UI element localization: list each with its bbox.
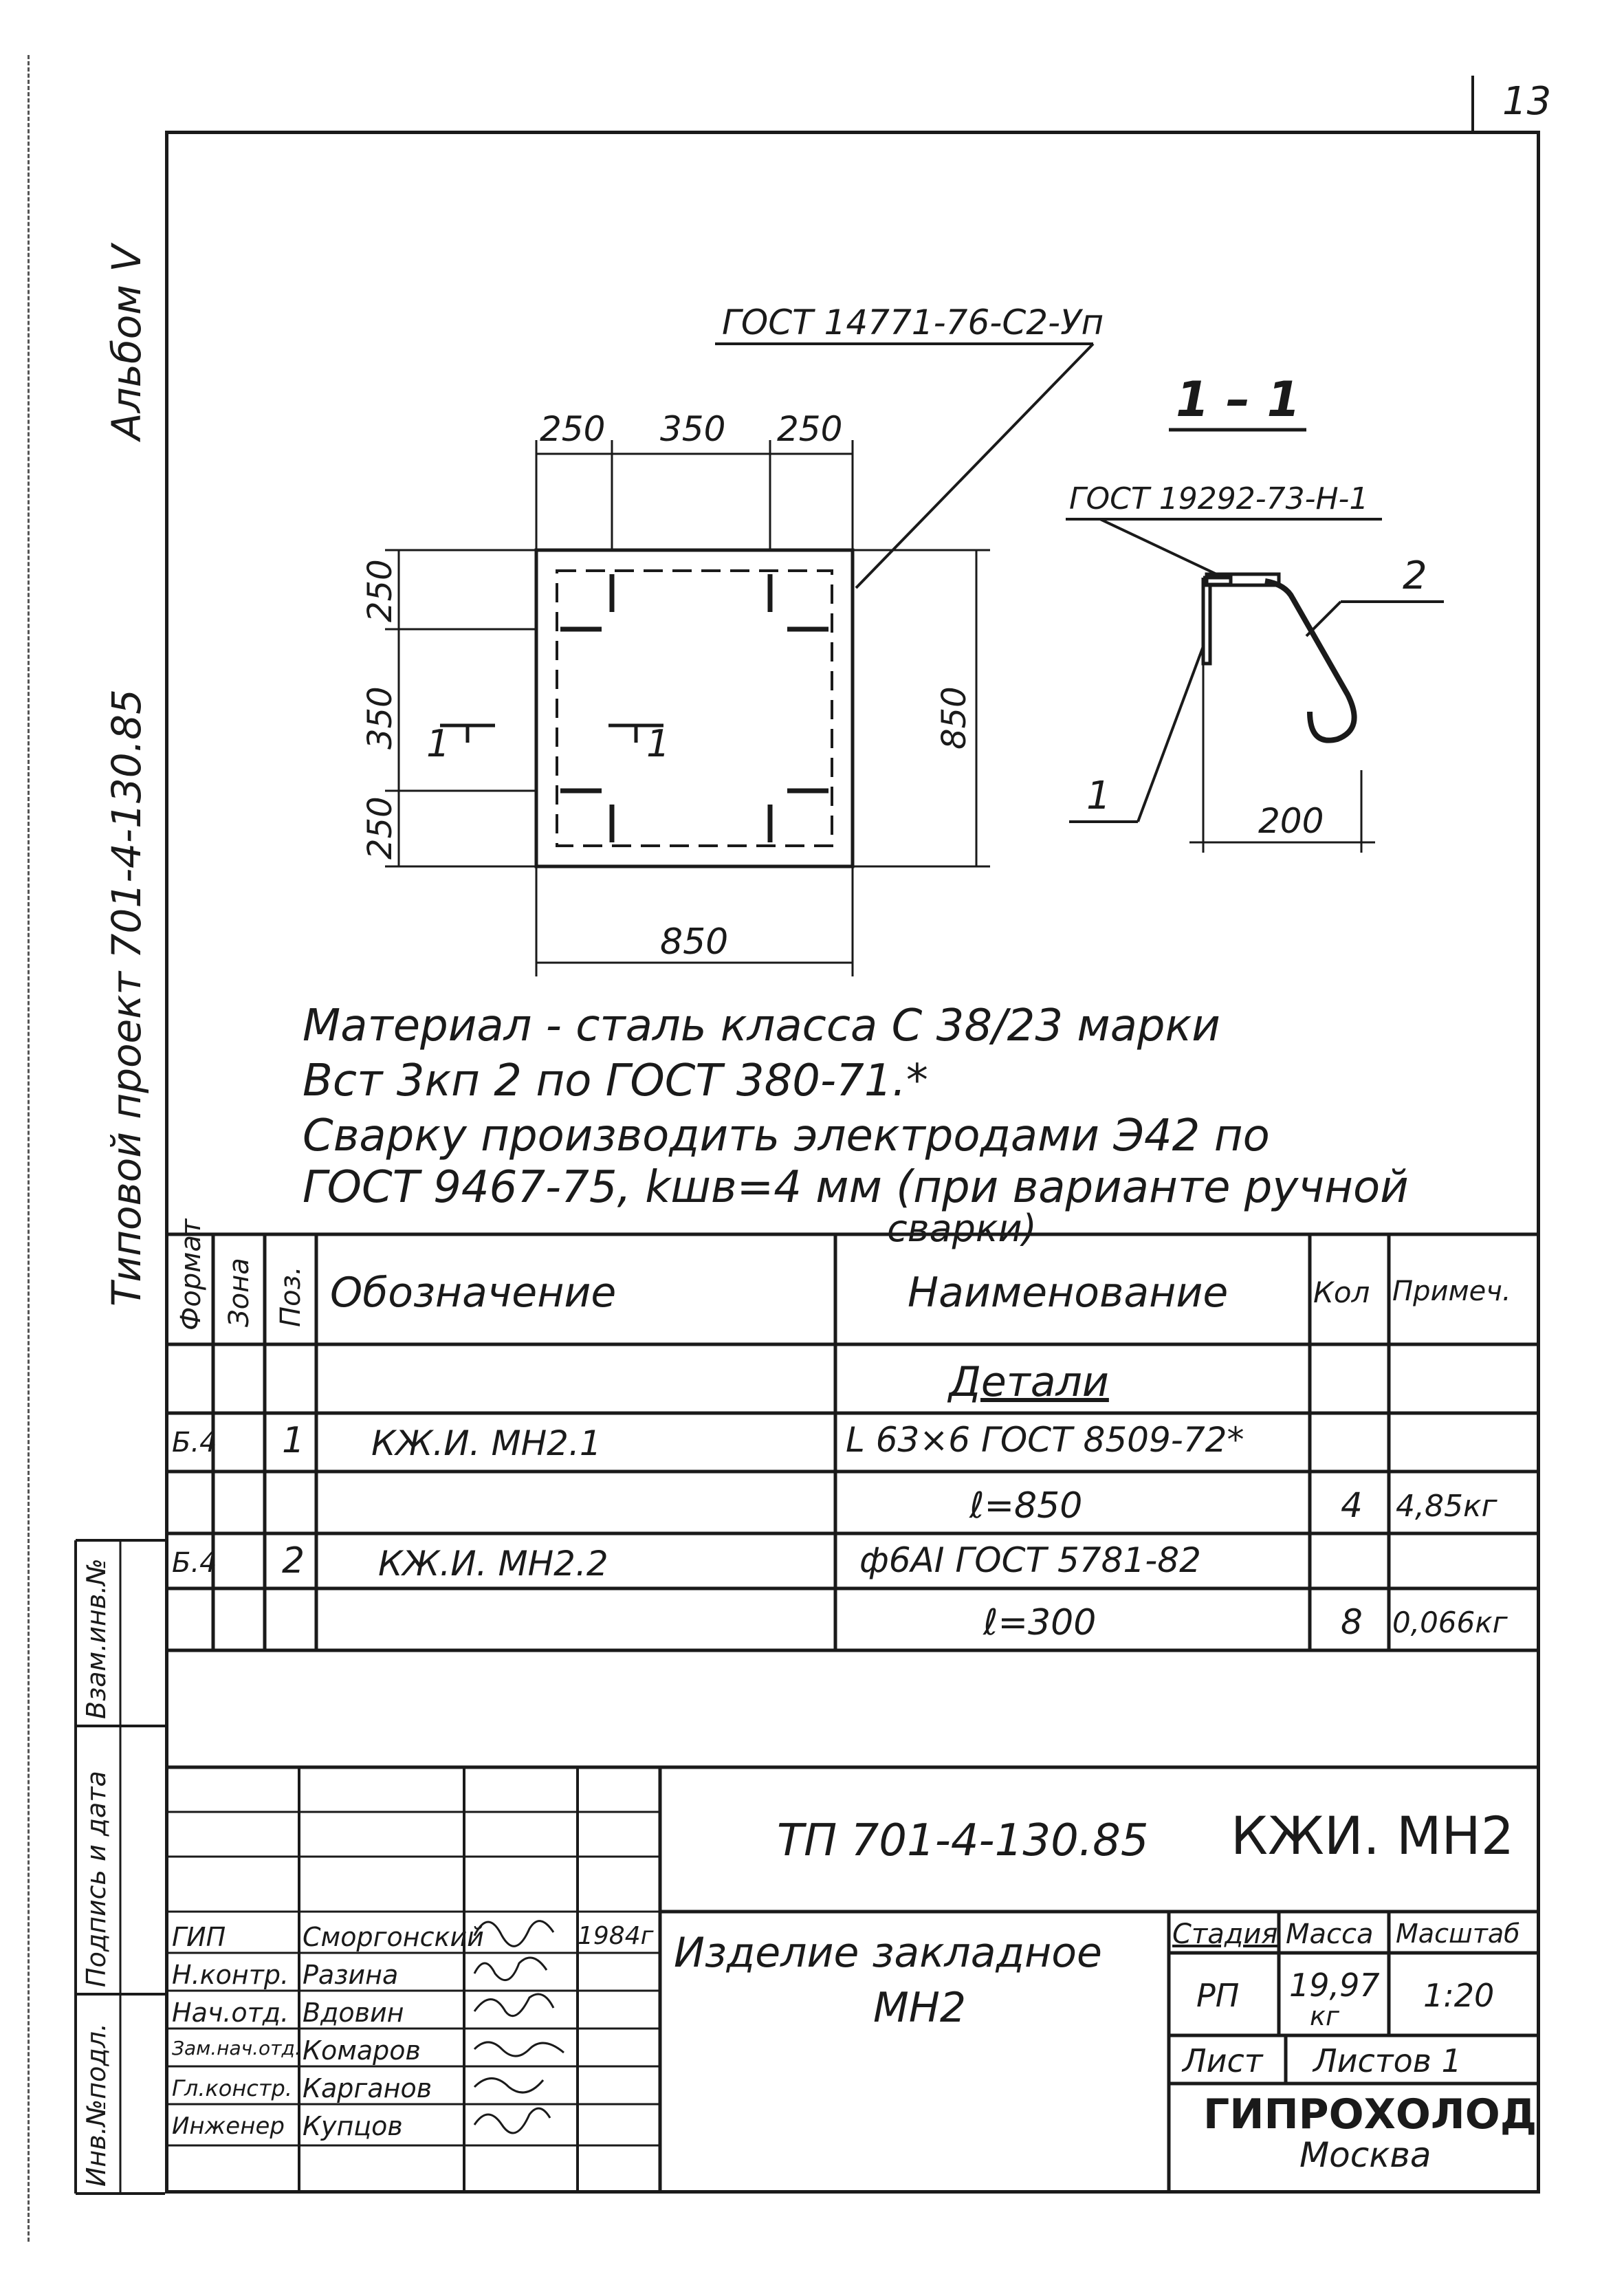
staff-role-2: Н.контр. xyxy=(172,1960,289,1990)
drawing-frame xyxy=(165,131,1540,2194)
section-weld-callout: ГОСТ 19292-73-Н-1 xyxy=(1069,481,1369,516)
header-designation: Обозначение xyxy=(330,1269,617,1317)
scale-label: Масштаб xyxy=(1396,1918,1520,1949)
row-2-qty: 4 xyxy=(1341,1485,1363,1525)
scale-value: 1:20 xyxy=(1423,1977,1495,2014)
header-pos: Поз. xyxy=(275,1266,307,1327)
plan-dim-bottom: 850 xyxy=(660,921,729,963)
staff-role-5: Гл.констр. xyxy=(172,2075,292,2101)
sheets-label: Листов 1 xyxy=(1313,2042,1462,2079)
header-zone: Зона xyxy=(223,1258,255,1327)
sheet-number-box xyxy=(1471,76,1540,131)
plan-dim-top-1: 250 xyxy=(540,409,606,449)
doc-code: ТП 701-4-130.85 xyxy=(777,1815,1149,1866)
item-name-line-2: МН2 xyxy=(873,1984,967,2032)
stage-value: РП xyxy=(1196,1977,1240,2014)
sheet-number: 13 xyxy=(1502,79,1552,124)
section-pos-1: 1 xyxy=(1086,774,1111,818)
row-1-designation: КЖ.И. МН2.1 xyxy=(371,1423,602,1463)
plan-outer-frame xyxy=(534,548,855,868)
plan-inner-frame xyxy=(556,569,833,847)
plan-dim-left-3: 250 xyxy=(361,796,399,860)
mass-label: Масса xyxy=(1286,1918,1374,1950)
stage-label: Стадия xyxy=(1172,1918,1278,1950)
plan-anchors xyxy=(560,574,829,842)
staff-name-2: Разина xyxy=(303,1960,399,1990)
header-note: Примеч. xyxy=(1392,1276,1511,1307)
note-line-2: Вст 3кп 2 по ГОСТ 380-71.* xyxy=(303,1056,928,1106)
staff-role-3: Нач.отд. xyxy=(172,1998,289,2028)
row-2-note: 4,85кг xyxy=(1396,1489,1497,1524)
doc-mark: КЖИ. МН2 xyxy=(1231,1805,1515,1866)
row-4-note: 0,066кг xyxy=(1392,1606,1508,1639)
row-1-name: L 63×6 ГОСТ 8509-72* xyxy=(846,1420,1244,1460)
staff-role-6: Инженер xyxy=(172,2112,285,2140)
note-line-1: Материал - сталь класса С 38/23 марки xyxy=(303,1001,1220,1051)
sheet-label: Лист xyxy=(1183,2042,1263,2079)
plan-dim-top-2: 350 xyxy=(660,409,726,449)
row-3-format: Б.4 xyxy=(172,1547,217,1579)
row-3-pos: 2 xyxy=(282,1540,305,1582)
row-1-pos: 1 xyxy=(282,1420,305,1461)
plan-dim-top-3: 250 xyxy=(777,409,843,449)
org-city: Москва xyxy=(1299,2135,1431,2175)
header-name: Наименование xyxy=(908,1269,1229,1317)
staff-name-3: Вдовин xyxy=(303,1998,404,2028)
section-marker-left: 1 xyxy=(426,722,450,765)
row-3-designation: КЖ.И. МН2.2 xyxy=(378,1544,608,1584)
header-qty: Кол xyxy=(1313,1276,1370,1309)
section-marker-right: 1 xyxy=(646,722,670,765)
section-title: 1 – 1 xyxy=(1176,371,1301,428)
row-3-name: ф6АI ГОСТ 5781-82 xyxy=(859,1540,1201,1580)
staff-role-1: ГИП xyxy=(172,1922,226,1952)
item-name-line-1: Изделие закладное xyxy=(674,1929,1102,1977)
note-line-5: сварки) xyxy=(887,1207,1037,1250)
staff-name-1: Смоpгонский xyxy=(303,1922,484,1952)
vzam-label: Взам.инв.№ xyxy=(81,1558,111,1719)
binding-margin-line xyxy=(28,55,30,2242)
plan-dim-left-1: 250 xyxy=(361,559,399,622)
row-1-format: Б.4 xyxy=(172,1427,217,1458)
plan-weld-callout: ГОСТ 14771-76-С2-Уп xyxy=(722,303,1104,342)
sign-year: 1984г xyxy=(578,1922,654,1950)
section-dim: 200 xyxy=(1258,801,1324,841)
row-4-qty: 8 xyxy=(1341,1602,1363,1642)
staff-name-6: Купцов xyxy=(303,2111,403,2141)
row-4-name: ℓ=300 xyxy=(983,1602,1097,1643)
note-line-3: Сварку производить электродами Э42 по xyxy=(303,1111,1270,1161)
staff-name-4: Комаров xyxy=(303,2035,421,2066)
header-format: Формат xyxy=(175,1218,207,1331)
mass-value: 19,97 xyxy=(1289,1967,1380,2004)
plan-dim-right: 850 xyxy=(935,686,974,750)
signatures xyxy=(473,1920,564,2134)
spec-section-title: Детали xyxy=(949,1358,1109,1406)
mass-unit: кг xyxy=(1310,2001,1339,2031)
plan-dim-left-2: 350 xyxy=(361,686,399,750)
section-pos-2: 2 xyxy=(1403,554,1427,598)
note-line-4: ГОСТ 9467-75, kшв=4 мм (при варианте руч… xyxy=(303,1162,1409,1213)
inv-orig-label: Инв.№подл. xyxy=(81,2022,111,2187)
row-2-name: ℓ=850 xyxy=(969,1485,1083,1527)
staff-role-4: Зам.нач.отд. xyxy=(172,2037,301,2059)
staff-name-5: Карганов xyxy=(303,2073,432,2103)
sign-date-label: Подпись и дата xyxy=(81,1771,111,1987)
org-name: ГИПРОХОЛОД xyxy=(1203,2090,1537,2139)
